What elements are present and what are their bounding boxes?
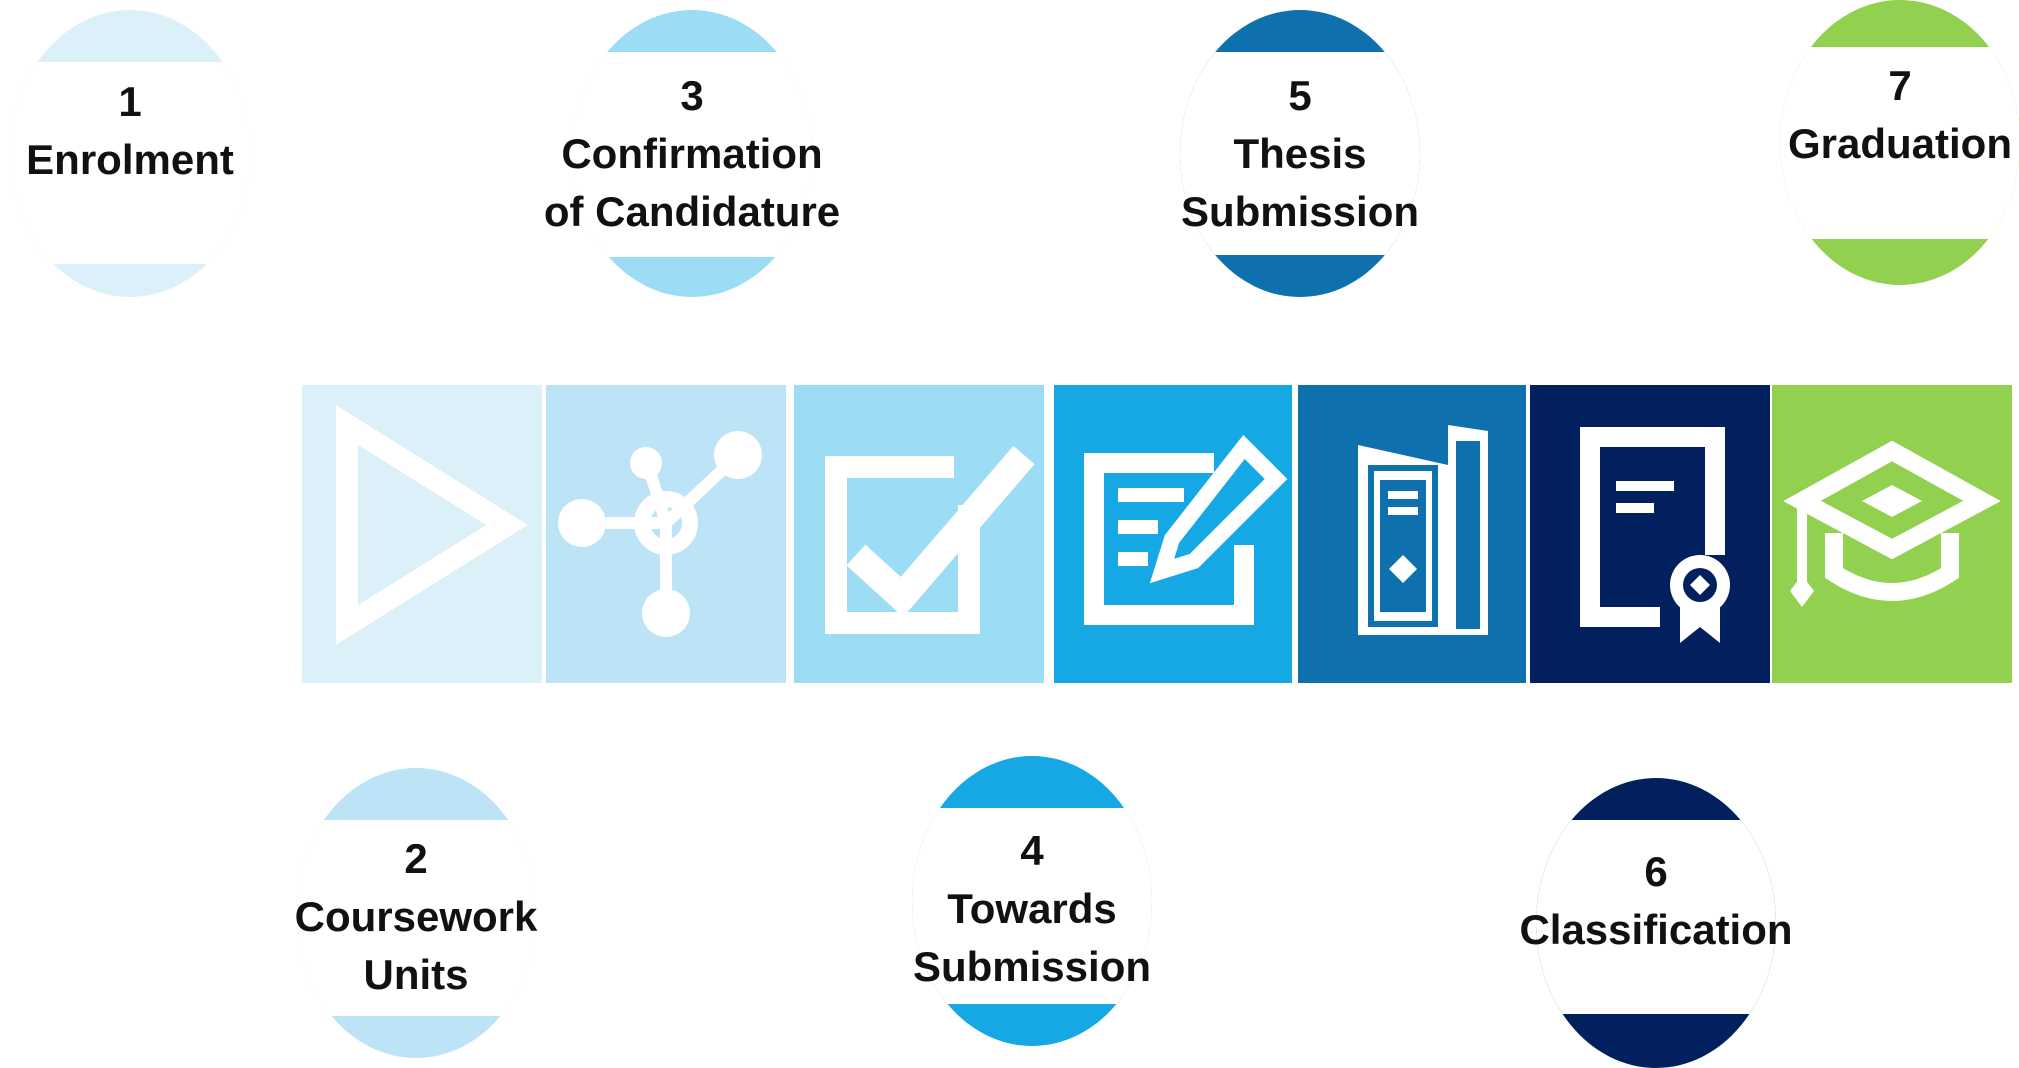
step4-circle: [912, 756, 1152, 1046]
document-pencil-icon: [1084, 434, 1288, 625]
step4-number: 4: [1020, 827, 1044, 874]
step3-tile: [794, 385, 1044, 683]
step2-title-line2: Units: [363, 951, 469, 998]
certificate-ribbon-icon: [1580, 427, 1730, 643]
step3-circle: [572, 10, 812, 297]
step3-label: 3 Confirmation of Candidature: [492, 67, 892, 241]
step5-tile: [1298, 385, 1526, 683]
step3-title-line2: of Candidature: [543, 188, 841, 235]
step1-circle: [10, 10, 250, 297]
step4-tile: [1054, 385, 1292, 683]
step6-circle: [1536, 778, 1776, 1068]
step2-circle: [296, 768, 536, 1058]
step7-tile: [1772, 385, 2012, 683]
step4-title-line1: Towards: [947, 885, 1117, 932]
step4-label: 4 Towards Submission: [832, 822, 1232, 996]
bound-thesis-book-icon: [1358, 425, 1488, 635]
step6-number: 6: [1644, 848, 1668, 895]
step3-title-line1: Confirmation: [561, 130, 823, 177]
network-nodes-icon: [558, 431, 762, 637]
graduation-cap-icon: [1783, 440, 2001, 607]
step5-circle: [1180, 10, 1420, 297]
step2-tile: [546, 385, 786, 683]
step7-number: 7: [1888, 62, 1912, 109]
step4-title-line2: Submission: [912, 943, 1152, 990]
step1-title: Enrolment: [26, 136, 234, 183]
play-triangle-icon: [336, 405, 528, 645]
step5-label: 5 Thesis Submission: [1100, 67, 1500, 241]
step6-title: Classification: [1519, 906, 1793, 953]
step6-tile: [1530, 385, 1770, 683]
step1-tile: [302, 385, 542, 683]
step7-title: Graduation: [1787, 120, 2012, 167]
step5-number: 5: [1288, 72, 1312, 119]
step1-number: 1: [118, 78, 142, 125]
step1-label: 1 Enrolment: [10, 73, 250, 189]
step7-circle: [1780, 0, 2019, 285]
step2-label: 2 Coursework Units: [216, 830, 616, 1004]
step5-title-line1: Thesis: [1233, 130, 1367, 177]
step2-title-line1: Coursework: [294, 893, 538, 940]
checkbox-check-icon: [825, 445, 1035, 634]
step2-number: 2: [404, 835, 428, 882]
step6-label: 6 Classification: [1456, 843, 1856, 959]
step3-number: 3: [680, 72, 704, 119]
step7-label: 7 Graduation: [1780, 57, 2019, 173]
step5-title-line2: Submission: [1180, 188, 1420, 235]
